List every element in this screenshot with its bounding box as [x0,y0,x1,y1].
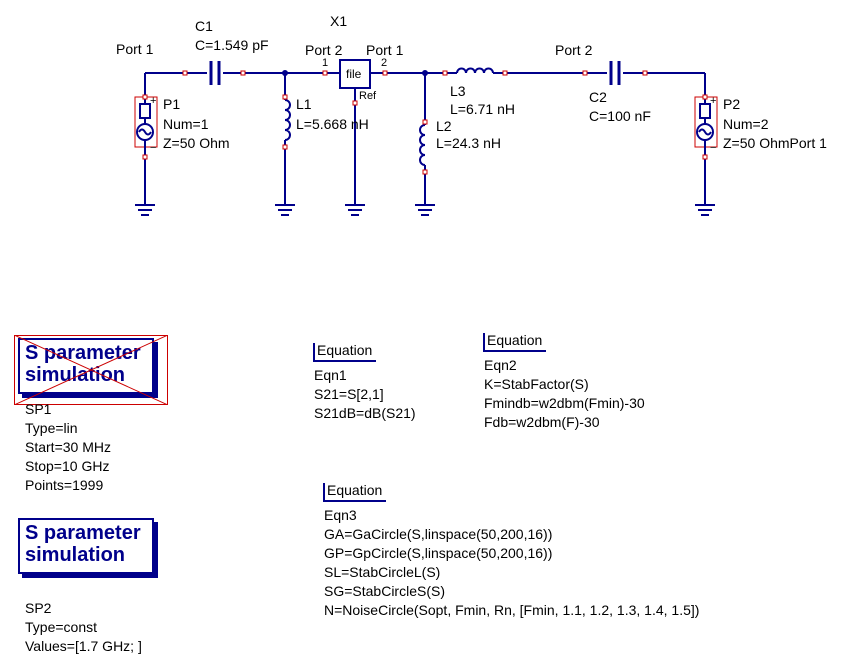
eqn2-line: Fmindb=w2dbm(Fmin)-30 [484,395,645,411]
eqn2-heading-text: Equation [487,332,543,348]
eqn1-line: S21dB=dB(S21) [314,405,416,421]
p1-num: Num=1 [163,116,209,132]
eqn1-heading[interactable]: Equation [313,341,377,362]
capacitor-c1[interactable] [209,61,221,85]
eqn1-heading-text: Equation [317,342,373,358]
x1-port2-label: Port 2 [305,42,343,58]
sp1-stop: Stop=10 GHz [25,458,110,474]
eqn1-line: S21=S[2,1] [314,386,384,402]
ground-x1 [345,204,365,216]
sp1-name: SP1 [25,401,52,417]
c2-name: C2 [589,89,607,105]
eqn2-name: Eqn2 [484,357,517,373]
l2-name: L2 [436,118,452,134]
eqn2-line: Fdb=w2dbm(F)-30 [484,414,600,430]
c1-value: C=1.549 pF [195,37,269,53]
l3-value: L=6.71 nH [450,101,515,117]
sp1-disabled-cross [14,335,168,405]
c1-name: C1 [195,18,213,34]
x1-ref: Ref [359,90,377,102]
eqn3-line: N=NoiseCircle(Sopt, Fmin, Rn, [Fmin, 1.1… [324,602,700,618]
p1-minus: − [150,142,156,154]
l3-name: L3 [450,83,466,99]
eqn3-line: GA=GaCircle(S,linspace(50,200,16)) [324,526,553,542]
x1-file-label: file [346,67,362,81]
eqn2-line: K=StabFactor(S) [484,376,589,392]
eqn3-heading-text: Equation [327,482,383,498]
p2-impedance: Z=50 OhmPort 1 [723,135,827,151]
inductor-l3[interactable] [456,67,494,74]
p2-minus: − [710,142,716,154]
eqn3-heading[interactable]: Equation [323,481,387,502]
port-source-p1[interactable]: + − [134,73,158,205]
c2-value: C=100 nF [589,108,651,124]
sp2-title-line1: S parameter [25,522,141,544]
s-parameter-file-x1[interactable]: file 1 2 Ref [322,57,387,205]
sp2-title-line2: simulation [25,544,126,566]
sp2-type: Type=const [25,619,97,635]
eqn1-body[interactable]: Eqn1 S21=S[2,1] S21dB=dB(S21) [314,366,416,423]
schematic-canvas[interactable]: + − file 1 2 Ref [0,0,855,300]
sp1-type: Type=lin [25,420,78,436]
x1-pin1: 1 [322,57,328,69]
sp1-properties[interactable]: SP1 Type=lin Start=30 MHz Stop=10 GHz Po… [25,400,111,495]
ground-l1 [275,204,295,216]
port-label-left: Port 1 [116,41,154,57]
sp2-simulation-block[interactable]: S parameter simulation [18,518,154,574]
eqn3-line: GP=GpCircle(S,linspace(50,200,16)) [324,545,553,561]
sp1-title-line1: S parameter [25,342,141,364]
p2-num: Num=2 [723,116,769,132]
eqn2-heading[interactable]: Equation [483,331,547,352]
sp2-values: Values=[1.7 GHz; ] [25,638,142,654]
x1-port1-label: Port 1 [366,42,404,58]
eqn3-body[interactable]: Eqn3 GA=GaCircle(S,linspace(50,200,16)) … [324,506,699,620]
l1-name: L1 [296,96,312,112]
sp1-points: Points=1999 [25,477,104,493]
sp1-start: Start=30 MHz [25,439,111,455]
sp1-title-line2: simulation [25,364,126,386]
p1-impedance: Z=50 Ohm [163,135,230,151]
eqn3-name: Eqn3 [324,507,357,523]
port2-label: Port 2 [555,42,593,58]
x1-pin2: 2 [381,57,387,69]
ground-p2 [695,204,715,216]
eqn3-line: SG=StabCircleS(S) [324,583,445,599]
l1-value: L=5.668 nH [296,116,369,132]
sp1-simulation-block[interactable]: S parameter simulation [18,338,154,394]
inductor-l1[interactable] [284,73,291,205]
sp2-properties[interactable]: SP2 Type=const Values=[1.7 GHz; ] [25,599,142,656]
x1-name: X1 [330,13,347,29]
inductor-l2[interactable] [419,73,426,205]
sp2-name: SP2 [25,600,52,616]
ground-l2 [415,204,435,216]
p1-plus: + [150,95,156,107]
p1-name: P1 [163,96,180,112]
p2-name: P2 [723,96,740,112]
ground-p1 [135,204,155,216]
capacitor-c2[interactable] [609,61,621,85]
p2-plus: + [710,95,716,107]
eqn2-body[interactable]: Eqn2 K=StabFactor(S) Fmindb=w2dbm(Fmin)-… [484,356,645,432]
port-markers [142,70,708,175]
port-source-p2[interactable]: + − [694,73,718,205]
eqn1-name: Eqn1 [314,367,347,383]
l2-value: L=24.3 nH [436,135,501,151]
junction-dot [422,70,428,76]
junction-dot [282,70,288,76]
eqn3-line: SL=StabCircleL(S) [324,564,441,580]
